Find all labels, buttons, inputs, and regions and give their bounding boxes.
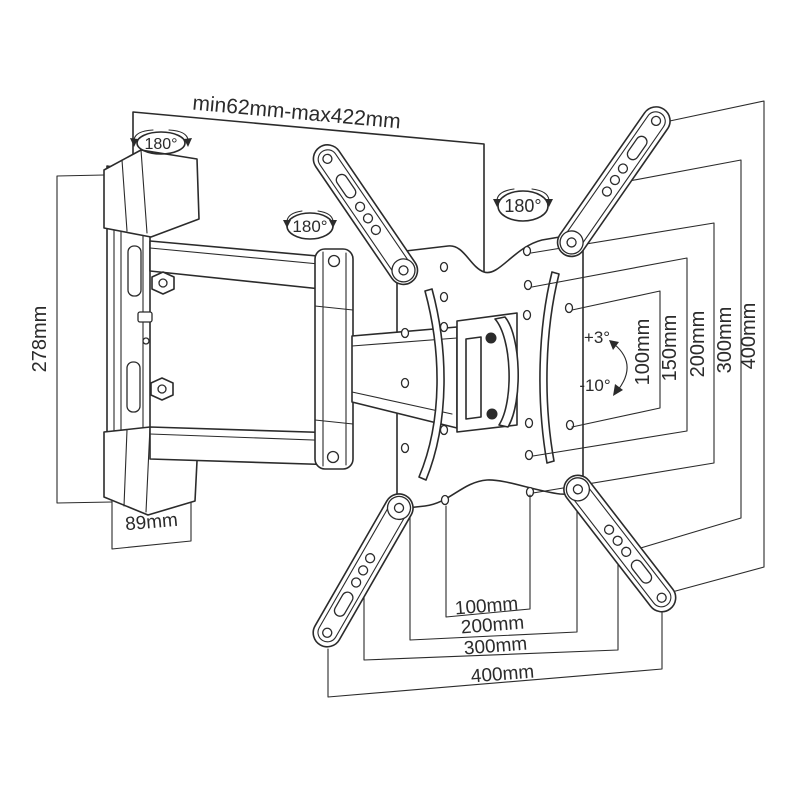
strap-arm-upper-right: [556, 106, 671, 258]
hex-nut-bottom: [150, 377, 174, 401]
tilt-down-label: -10°: [579, 376, 610, 395]
tilt-up-label: +3°: [584, 328, 610, 347]
vesa-horizontal-dimensions: 100mm 200mm 300mm 400mm: [327, 494, 663, 698]
bracket-bolt-top: [485, 332, 497, 344]
strap-arm-upper-left: [312, 144, 419, 286]
wall-bracket: [103, 149, 354, 516]
vesa-width-100: 100mm: [454, 594, 519, 620]
vesa-height-100: 100mm: [632, 319, 654, 386]
strap-arm-lower-right: [563, 474, 677, 613]
bracket-height-dimension: 278mm: [29, 174, 113, 504]
vesa-height-150: 150mm: [659, 315, 681, 382]
vesa-width-400: 400mm: [470, 662, 535, 688]
rotation-arm-label: 180°: [292, 217, 327, 236]
rotation-plate-label: 180°: [504, 196, 541, 216]
vesa-height-400: 400mm: [738, 303, 760, 370]
vesa-height-200: 200mm: [687, 311, 709, 378]
strap-arm-lower-left: [312, 493, 414, 648]
rotation-symbol-plate: 180°: [493, 188, 553, 222]
rotation-symbol-wall: 180°: [130, 129, 192, 155]
bracket-height-label: 278mm: [29, 306, 51, 373]
rotation-symbol-arm: 180°: [283, 210, 337, 240]
tilt-annotation: +3° -10°: [579, 328, 628, 396]
plate-holes: [400, 245, 575, 506]
vesa-width-200: 200mm: [460, 613, 525, 639]
rotation-wall-label: 180°: [144, 136, 177, 153]
hex-nut-top: [151, 271, 175, 295]
bracket-bolt-bottom: [486, 408, 498, 420]
vesa-width-300: 300mm: [463, 634, 528, 660]
vesa-height-300: 300mm: [714, 307, 736, 374]
vesa-vertical-dimensions: 100mm 150mm 200mm 300mm 400mm: [530, 100, 765, 593]
plate-curved-slots: [418, 271, 560, 481]
vesa-hook-bracket: [456, 312, 519, 433]
